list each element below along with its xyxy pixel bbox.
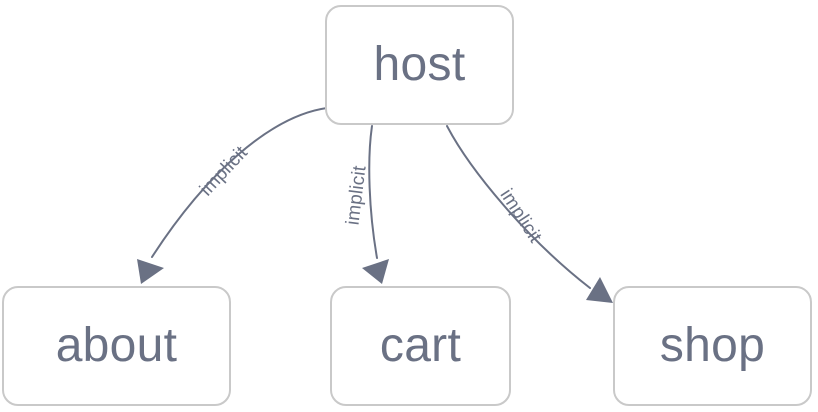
node-shop[interactable]: shop bbox=[613, 286, 812, 406]
edge-host-cart-label: implicit bbox=[342, 164, 370, 226]
edge-host-cart-path bbox=[368, 125, 378, 259]
edge-host-shop-arrowhead bbox=[586, 277, 613, 303]
node-about[interactable]: about bbox=[2, 286, 231, 406]
edge-host-cart-arrowhead bbox=[362, 259, 389, 284]
edge-host-shop-path bbox=[446, 125, 591, 289]
edge-host-about-arrowhead bbox=[137, 259, 164, 284]
edge-host-about[interactable]: implicit bbox=[137, 107, 328, 284]
node-cart[interactable]: cart bbox=[330, 286, 511, 406]
edge-host-about-path bbox=[151, 107, 328, 258]
node-about-label: about bbox=[55, 319, 178, 372]
node-shop-label: shop bbox=[659, 319, 766, 372]
edge-host-shop-label: implicit bbox=[496, 185, 546, 247]
edge-host-about-label: implicit bbox=[196, 142, 252, 200]
node-host[interactable]: host bbox=[325, 5, 514, 125]
node-host-label: host bbox=[373, 38, 466, 91]
edge-host-shop[interactable]: implicit bbox=[446, 125, 613, 303]
edge-host-cart[interactable]: implicit bbox=[342, 125, 389, 284]
node-cart-label: cart bbox=[379, 319, 462, 372]
